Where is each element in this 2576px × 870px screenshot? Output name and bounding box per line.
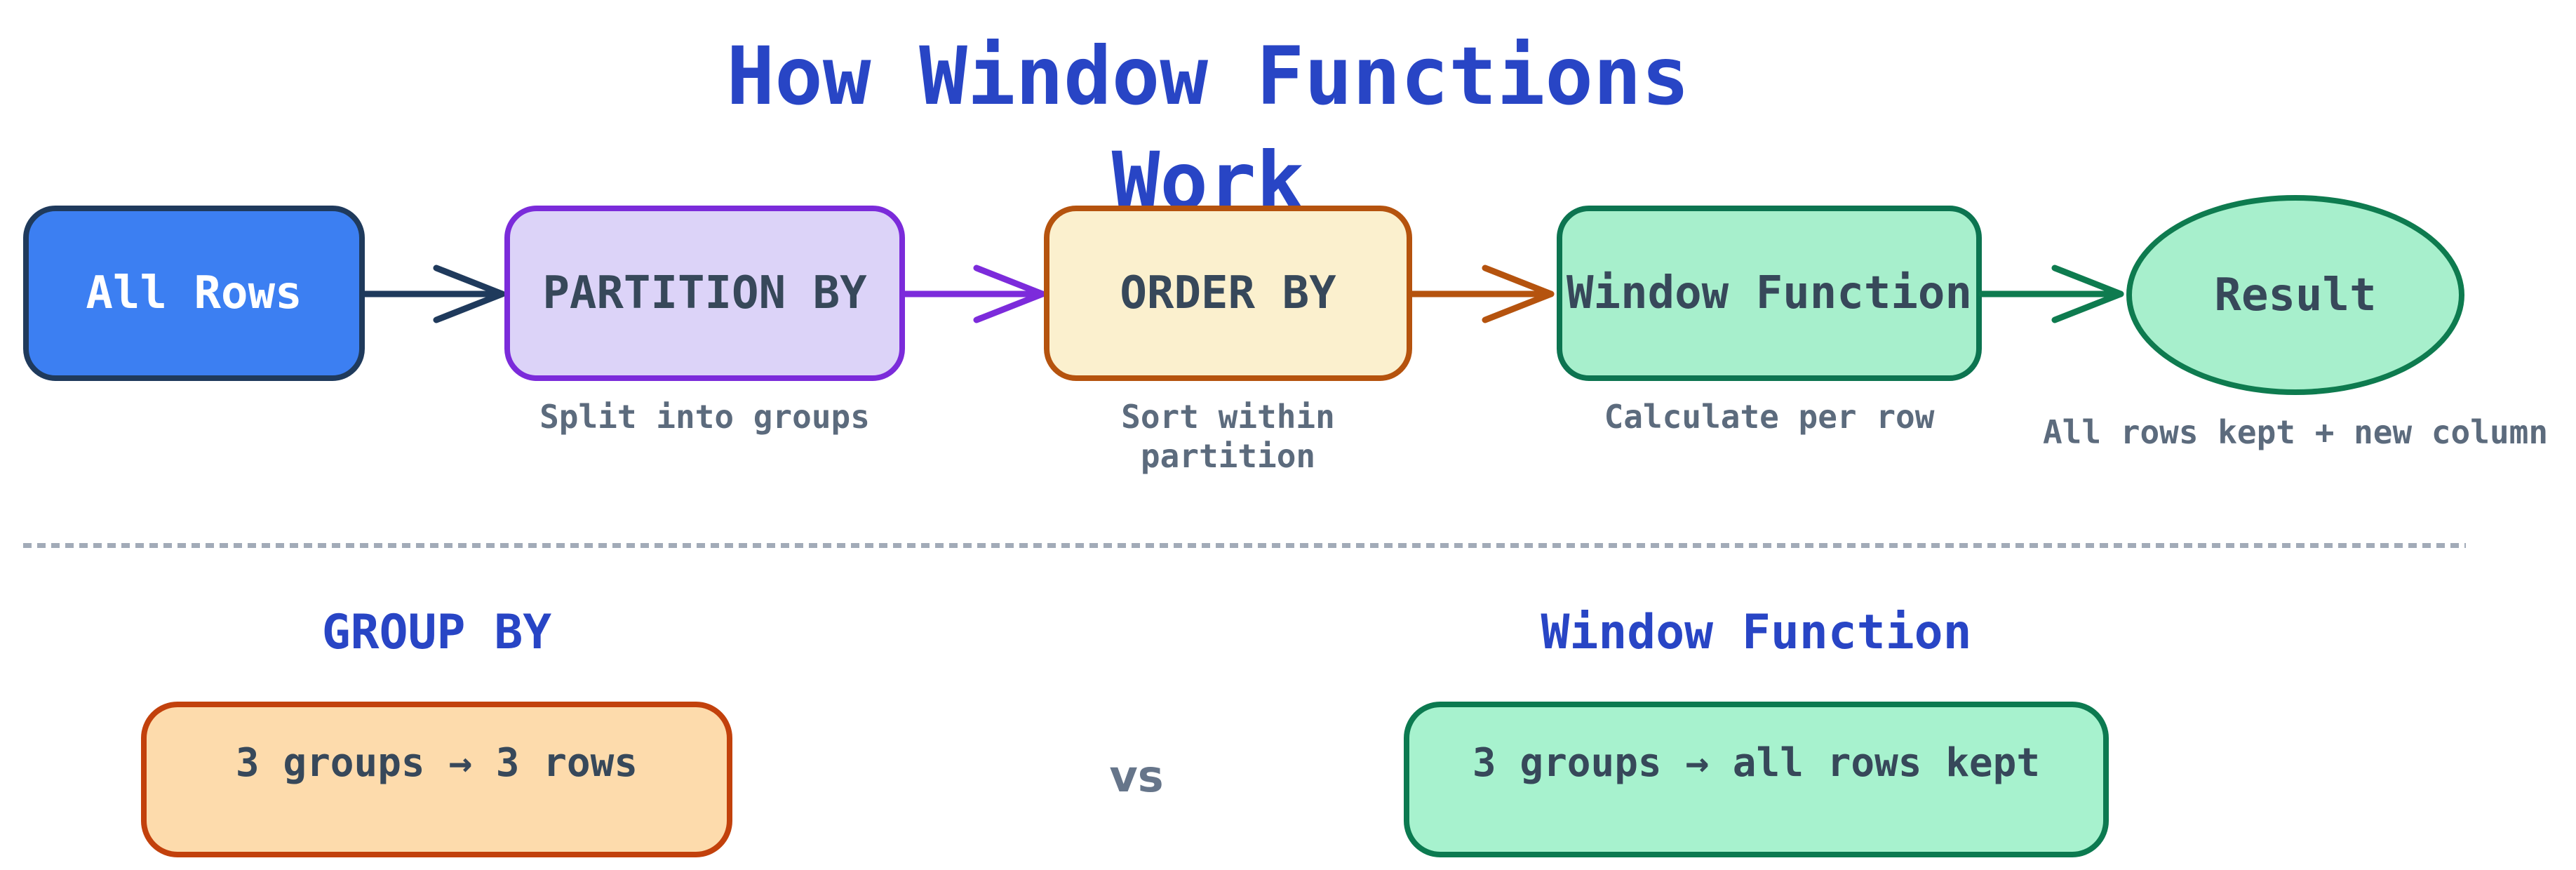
flow-node-window-function: Window Function xyxy=(1557,206,1982,381)
window-function-result-text: 3 groups → all rows kept xyxy=(1472,740,2041,786)
flow-node-order-by: ORDER BY xyxy=(1044,206,1412,381)
heading-window-function: Window Function xyxy=(1541,605,1972,660)
flow-node-partition-by-label: PARTITION BY xyxy=(542,267,867,319)
caption-partition-by: Split into groups xyxy=(539,398,870,436)
flow-node-all-rows: All Rows xyxy=(23,206,365,381)
caption-order-by: Sort within partition xyxy=(1121,398,1335,475)
group-by-result-text: 3 groups → 3 rows xyxy=(235,740,638,786)
flow-arrow-1-icon xyxy=(361,265,506,323)
flow-node-result: Result xyxy=(2126,195,2464,395)
flow-node-result-label: Result xyxy=(2214,269,2377,321)
flow-arrow-4-icon xyxy=(1979,265,2124,323)
heading-group-by: GROUP BY xyxy=(321,605,552,660)
flow-node-order-by-label: ORDER BY xyxy=(1120,267,1336,319)
dashed-divider xyxy=(23,543,2466,548)
flow-arrow-3-icon xyxy=(1409,265,1555,323)
group-by-result-box: 3 groups → 3 rows xyxy=(141,702,732,857)
window-function-result-box: 3 groups → all rows kept xyxy=(1404,702,2109,857)
page-title: How Window Functions Work xyxy=(726,29,1690,228)
vs-label: vs xyxy=(1109,751,1164,802)
flow-arrow-2-icon xyxy=(901,265,1046,323)
flow-node-window-function-label: Window Function xyxy=(1567,267,1972,319)
caption-result: All rows kept + new column xyxy=(2042,413,2549,451)
flow-node-all-rows-label: All Rows xyxy=(86,267,302,319)
flow-node-partition-by: PARTITION BY xyxy=(504,206,905,381)
caption-window-function: Calculate per row xyxy=(1604,398,1935,436)
